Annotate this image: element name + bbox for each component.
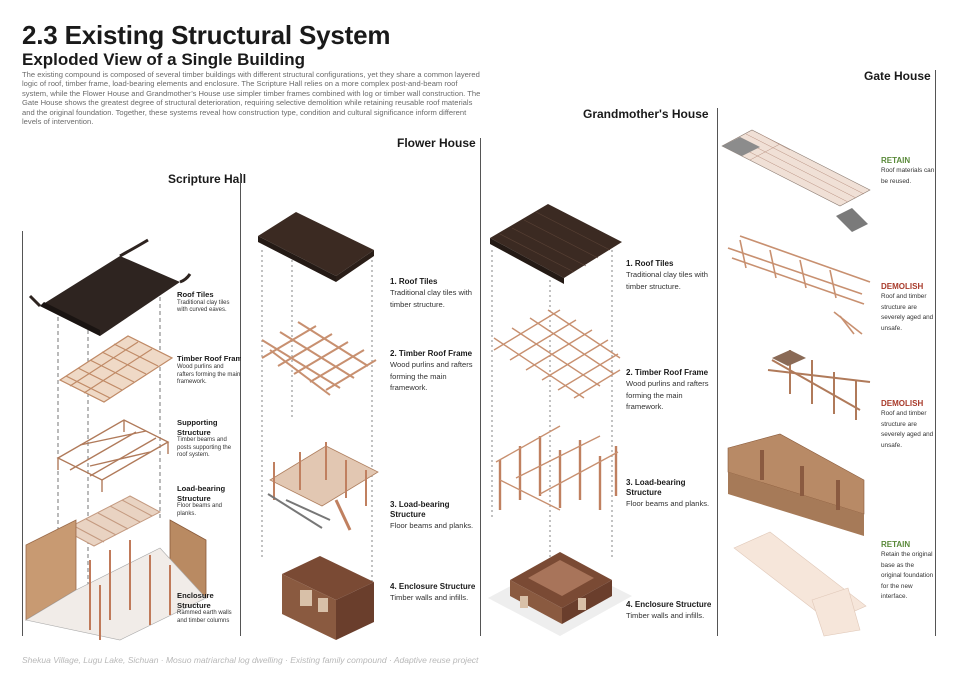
flower-layer-timber-roof-frame: 2. Timber Roof Frame Wood purlins and ra… (390, 349, 473, 392)
divider-line (480, 138, 481, 636)
demolish-badge: DEMOLISH (881, 399, 924, 408)
flower-layer-load-bearing: 3. Load-bearing Structure Floor beams an… (390, 500, 474, 530)
page-title: 2.3 Existing Structural System (22, 20, 391, 50)
gate-house-title: Gate House (864, 69, 931, 83)
divider-line (717, 108, 718, 636)
gate-layer-retain-roof: RETAIN Roof materials can be reused. (881, 156, 935, 185)
divider-line (240, 173, 241, 636)
retain-badge: RETAIN (881, 156, 911, 165)
divider-line (22, 231, 23, 636)
demolish-badge: DEMOLISH (881, 282, 924, 291)
grandmother-layer-roof-tiles: 1. Roof Tiles Traditional clay tiles wit… (626, 259, 709, 291)
scripture-layer-load-bearing: Load-bearing Structure Floor beams and p… (177, 484, 226, 517)
scripture-layer-enclosure: Enclosure Structure Rammed earth walls a… (177, 591, 232, 624)
grandmother-layer-load-bearing: 3. Load-bearing Structure Floor beams an… (626, 478, 710, 508)
footer-caption: Shekua Village, Lugu Lake, Sichuan · Mos… (22, 655, 479, 665)
grandmother-layer-enclosure: 4. Enclosure Structure Timber walls and … (626, 600, 712, 620)
intro-paragraph: The existing compound is composed of sev… (22, 70, 481, 127)
gate-layer-demolish-structure: DEMOLISH Roof and timber structure are s… (881, 399, 936, 451)
flower-layer-roof-tiles: 1. Roof Tiles Traditional clay tiles wit… (390, 277, 473, 309)
flower-house-title: Flower House (397, 136, 476, 150)
page-subtitle: Exploded View of a Single Building (22, 50, 306, 69)
gate-layer-demolish-roof-frame: DEMOLISH Roof and timber structure are s… (881, 282, 936, 334)
gate-layer-retain-foundation: RETAIN Retain the original base as the o… (881, 540, 936, 603)
scripture-layer-timber-roof-frame: Timber Roof Frame (177, 354, 241, 363)
grandmother-layer-timber-roof-frame: 2. Timber Roof Frame Wood purlins and ra… (626, 368, 709, 411)
scripture-layer-timber-roof-frame-desc: Wood purlins and rafters forming the mai… (177, 364, 241, 386)
scripture-layer-supporting-structure: Supporting Structure Timber beams and po… (177, 418, 232, 459)
retain-badge: RETAIN (881, 540, 911, 549)
flower-layer-enclosure: 4. Enclosure Structure Timber walls and … (390, 582, 476, 602)
scripture-layer-roof-tiles: Roof Tiles Traditional clay tiles with c… (177, 290, 230, 314)
grandmothers-house-title: Grandmother's House (583, 107, 709, 121)
divider-line (935, 70, 936, 636)
scripture-hall-title: Scripture Hall (168, 172, 247, 186)
